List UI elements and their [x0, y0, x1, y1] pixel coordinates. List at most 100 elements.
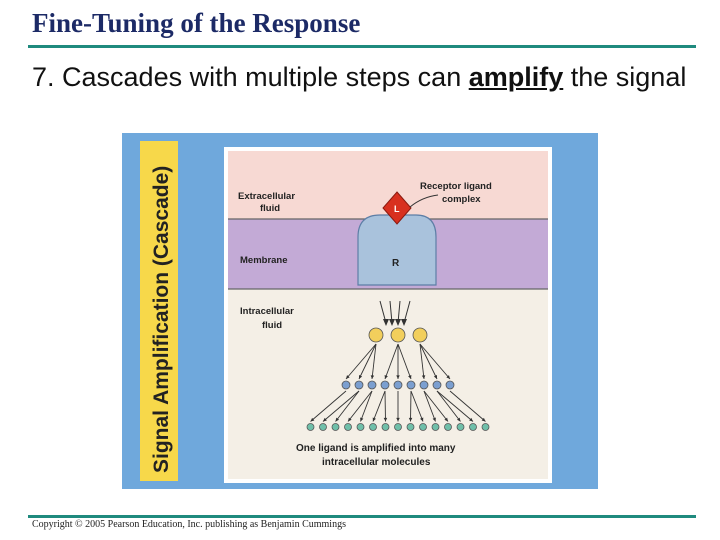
- cascade-arrow-level2-head: [432, 417, 436, 422]
- level3-dot: [419, 423, 427, 431]
- level3-dot: [444, 423, 452, 431]
- cascade-arrow-level1-head: [408, 375, 412, 379]
- bullet-emphasis: amplify: [468, 62, 564, 92]
- extracellular-label-line2: fluid: [260, 203, 280, 214]
- bullet-text-start: 7. Cascades with multiple steps can: [32, 62, 469, 92]
- level3-dot: [431, 423, 440, 431]
- cascade-arrow-level1-head: [359, 375, 363, 379]
- level2-dot: [393, 380, 403, 390]
- cascade-arrow-level1: [419, 343, 425, 380]
- cascade-arrow-level1-head: [446, 375, 450, 379]
- cascade-arrow-level1: [384, 343, 399, 380]
- cascade-arrow-level2-head: [481, 417, 486, 422]
- cascade-levels: [306, 327, 490, 431]
- level3-dot: [319, 423, 327, 431]
- receptor-output-arrowheads: [383, 319, 407, 326]
- level2-dot: [419, 380, 429, 390]
- cascade-arrow-level1-head: [396, 375, 400, 379]
- cascade-arrow-level2: [410, 390, 412, 422]
- cascade-arrow-level2: [410, 390, 424, 422]
- cascade-arrow-level1: [419, 343, 438, 380]
- receptor-letter: R: [392, 258, 400, 269]
- cascade-arrow-level2: [372, 390, 386, 422]
- cascade-arrow-level2: [347, 390, 373, 422]
- level3-dot: [356, 423, 365, 431]
- level2-dot: [445, 380, 455, 390]
- cascade-arrow-level2: [384, 390, 386, 422]
- cascade-arrow-level2-head: [360, 417, 364, 422]
- cascade-arrow-level2: [436, 390, 461, 422]
- receptor-ligand-label-line2: complex: [442, 194, 481, 205]
- bullet-point: 7. Cascades with multiple steps can ampl…: [32, 60, 692, 94]
- caption-line1: One ligand is amplified into many: [296, 443, 456, 454]
- cascade-arrow-level1-head: [384, 375, 388, 379]
- level3-dot: [406, 423, 415, 431]
- level3-dot: [469, 423, 477, 431]
- level1-dot: [412, 327, 428, 343]
- cascade-arrow-level2-head: [372, 417, 376, 422]
- level3-dot: [331, 423, 340, 431]
- amplification-figure: Signal Amplification (Cascade) Extracell…: [122, 133, 598, 489]
- level3-dot: [394, 423, 402, 431]
- cascade-arrow-level2-head: [335, 417, 340, 422]
- cascade-arrow-level1-head: [433, 375, 437, 379]
- level2-dot: [354, 380, 364, 390]
- cascade-arrow-level1-head: [421, 375, 426, 379]
- footer-divider: [28, 515, 696, 518]
- level3-dot: [381, 423, 390, 431]
- cascade-arrow-level2-head: [444, 417, 448, 422]
- cascade-arrow-level2-head: [383, 417, 388, 422]
- receptor-ligand-label-line1: Receptor ligand: [420, 181, 492, 192]
- cascade-arrow-level1: [397, 343, 412, 380]
- membrane-label: Membrane: [240, 255, 288, 266]
- level2-dot: [432, 380, 442, 390]
- level2-dot: [341, 380, 351, 390]
- cascade-arrow-level2-head: [310, 417, 315, 422]
- receptor-ligand-pointer: [409, 194, 439, 208]
- level2-dot: [380, 380, 390, 390]
- side-label-panel: [140, 141, 178, 481]
- ligand-letter: L: [394, 204, 400, 214]
- cascade-arrow-level1: [371, 343, 377, 380]
- level1-dot: [390, 327, 406, 343]
- cascade-arrow-level2: [423, 390, 449, 422]
- cascade-arrow-level1: [345, 343, 377, 380]
- cascade-arrow-level1: [358, 343, 377, 380]
- cascade-arrow-level2: [449, 390, 486, 422]
- level3-dot: [306, 423, 315, 431]
- receptor-shape: [357, 214, 437, 286]
- level3-dot: [481, 423, 490, 431]
- cascade-arrow-level2: [310, 390, 347, 422]
- cascade-arrow-level2-head: [323, 417, 327, 422]
- cascade-arrow-level2-head: [348, 417, 352, 422]
- bullet-text-end: the signal: [563, 62, 687, 92]
- side-label: Signal Amplification (Cascade): [150, 166, 173, 473]
- extracellular-label-line1: Extracellular: [238, 191, 295, 202]
- cascade-arrow-level2: [322, 390, 360, 422]
- cascade-arrow-level2: [436, 390, 474, 422]
- title-divider: [28, 45, 696, 48]
- ligand-diamond: [382, 191, 412, 225]
- cascade-arrow-level1-head: [346, 375, 350, 379]
- intracellular-label-line2: fluid: [262, 320, 282, 331]
- level3-dot: [344, 423, 352, 431]
- level2-dot: [367, 380, 377, 390]
- cascade-arrow-level1: [419, 343, 451, 380]
- level1-dot: [368, 327, 384, 343]
- level3-dot: [456, 423, 465, 431]
- slide-title: Fine-Tuning of the Response: [32, 8, 361, 38]
- cascade-arrow-level2-head: [408, 417, 413, 422]
- cascade-arrow-level2-head: [396, 417, 400, 422]
- cascade-arrow-level2: [423, 390, 436, 422]
- level2-dot: [406, 380, 416, 390]
- caption-line2: intracellular molecules: [322, 457, 431, 468]
- copyright-notice: Copyright © 2005 Pearson Education, Inc.…: [32, 519, 346, 530]
- cascade-arrow-level2: [360, 390, 373, 422]
- intracellular-label-line1: Intracellular: [240, 306, 294, 317]
- cascade-arrow-level2: [335, 390, 360, 422]
- cascade-arrow-level2-head: [456, 417, 461, 422]
- level3-dot: [369, 423, 377, 431]
- cascade-arrow-level2-head: [469, 417, 473, 422]
- cascade-arrow-level2-head: [420, 417, 424, 422]
- cascade-arrow-level1-head: [370, 375, 375, 379]
